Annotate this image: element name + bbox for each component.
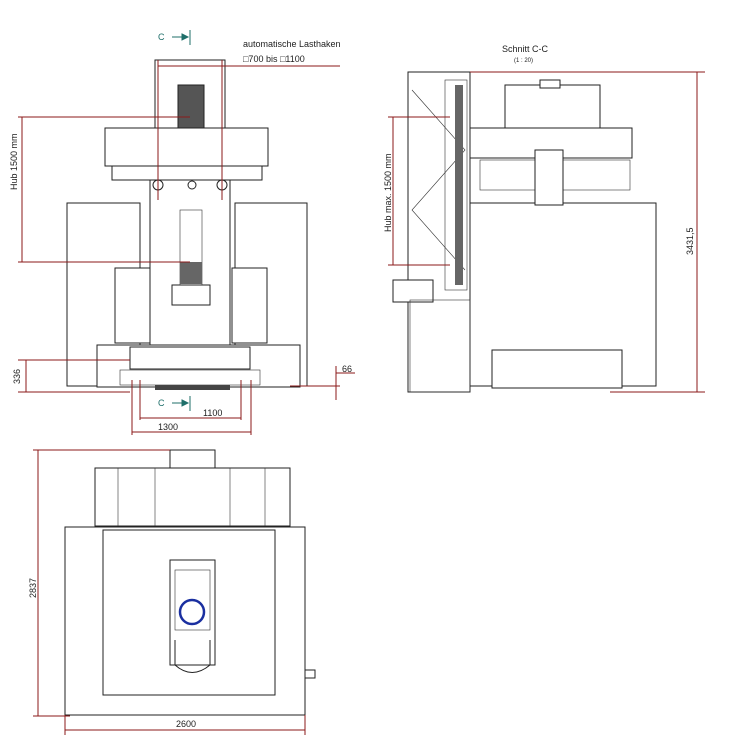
top-view bbox=[64, 449, 316, 716]
top-view-head bbox=[94, 467, 291, 527]
section-scale: (1 : 20) bbox=[514, 58, 533, 64]
hook-circle bbox=[178, 598, 206, 626]
section-arrow-icon bbox=[172, 396, 191, 411]
top-dimensions bbox=[33, 449, 306, 735]
front-base-height-label: 336 bbox=[12, 369, 22, 384]
top-frame bbox=[104, 127, 269, 167]
front-dimensions bbox=[18, 60, 355, 435]
side-stroke-label: Hub max. 1500 mm bbox=[383, 153, 393, 232]
section-marker-top: C bbox=[158, 32, 165, 42]
front-inner-width-label: 1100 bbox=[203, 408, 222, 418]
front-outer-width-label: 1300 bbox=[158, 422, 178, 432]
section-marker-bottom: C bbox=[158, 398, 165, 408]
side-total-height-label: 3431,5 bbox=[685, 227, 695, 255]
top-depth-label: 2837 bbox=[28, 578, 38, 598]
top-view-frame bbox=[64, 526, 306, 716]
section-title: Schnitt C-C bbox=[502, 44, 549, 54]
hook-range: □700 bis □1100 bbox=[243, 54, 305, 64]
top-width-label: 2600 bbox=[176, 719, 196, 729]
front-stroke-label: Hub 1500 mm bbox=[9, 133, 19, 190]
side-view bbox=[392, 71, 657, 393]
section-arrow-icon bbox=[172, 30, 191, 45]
front-view bbox=[66, 59, 308, 390]
front-gap-label: 66 bbox=[342, 364, 352, 374]
side-dimensions bbox=[388, 71, 705, 393]
hook-title: automatische Lasthaken bbox=[243, 39, 341, 49]
